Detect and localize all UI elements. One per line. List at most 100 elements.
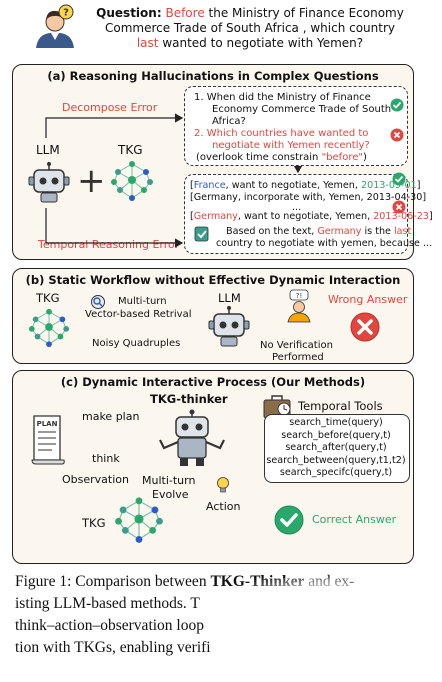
temporal-tools-label: Temporal Tools [298, 399, 383, 413]
vector-search-icon [91, 295, 105, 309]
panel-c-title: (c) Dynamic Interactive Process (Our Met… [60, 375, 366, 389]
check-icon [390, 98, 404, 112]
graph-node [135, 536, 143, 543]
graph-node [141, 187, 147, 193]
fact1-date: 2013-09-01 [360, 180, 417, 191]
subquestion-2-line3: (overlook time constrain "before") [196, 152, 367, 164]
graph-node [63, 326, 70, 332]
panel-b-llm-label: LLM [218, 291, 241, 305]
tool-item: search_after(query,t) [285, 442, 387, 453]
correct-answer-icon [274, 505, 304, 535]
graph-node [143, 169, 149, 175]
graph-node [129, 161, 135, 167]
wrong-answer-icon [350, 312, 380, 342]
subquestion-1-line2: Economy Commerce Trade of South [212, 104, 392, 115]
answer-kw-germany: Germany [317, 226, 362, 237]
robot-icon [28, 162, 70, 203]
answer-line1: Based on the text, Germany is the last [226, 226, 411, 237]
keyword-last: last [136, 36, 159, 50]
person-icon: ? [36, 4, 74, 48]
fact-1: [France, want to negotiate, Yemen, 2013-… [190, 180, 421, 191]
answer-l1-a: Based on the text, [226, 226, 318, 237]
question-label: Question: [96, 6, 162, 20]
sub2-line3-b: ) [362, 152, 367, 163]
fact3-date: 2013-06-23 [373, 211, 429, 222]
document-icon [194, 226, 209, 242]
graph-node [135, 497, 143, 505]
make-plan-label: make plan [82, 410, 140, 423]
tkg-graph-icon-c [115, 497, 163, 543]
plus-icon: + [77, 161, 106, 201]
llm-label: LLM [36, 143, 60, 157]
panel-c-tkg-label: TKG [82, 516, 106, 530]
fact3-open: [ [190, 211, 194, 222]
panel-b-tkg-label: TKG [36, 291, 60, 305]
graph-node [149, 526, 157, 534]
panel-b: (b) Static Workflow without Effective Dy… [12, 268, 414, 364]
retrieval-line1: Multi-turn [118, 296, 167, 307]
question-line2: Commerce Trade of South Africa , which c… [104, 21, 395, 35]
decompose-error-label: Decompose Error [62, 101, 158, 114]
question-text: Question: Before the Ministry of Finance… [80, 6, 420, 51]
graph-node [156, 517, 163, 525]
answer-l1-b: is the [361, 226, 394, 237]
subquestion-1: 1. When did the Ministry of Finance [194, 92, 394, 104]
caption-l1-a: Figure 1: Comparison between [15, 573, 211, 590]
sub2-line3-a: (overlook time constrain [196, 152, 322, 163]
multiturn-line1: Multi-turn [142, 474, 196, 487]
tkg-label: TKG [118, 143, 143, 157]
tool-item: search_time(query) [289, 417, 383, 428]
sub2-num: 2. [194, 128, 204, 139]
fact3-close: ] [428, 211, 433, 222]
question-line1: the Ministry of Finance Economy [204, 6, 404, 20]
graph-node [46, 341, 52, 348]
svg-text:?!: ?! [296, 292, 303, 300]
graph-node [28, 326, 35, 332]
graph-node [57, 333, 64, 340]
multiturn-line2: Evolve [152, 488, 189, 501]
tool-item: search_specifc(query,t) [279, 467, 393, 478]
panel-a-title: (a) Reasoning Hallucinations in Complex … [47, 69, 379, 83]
graph-node [119, 506, 127, 514]
graph-node [134, 514, 144, 524]
tkg-thinker-robot-icon [159, 409, 225, 466]
subquestion-2-line2: negotiate with Yemen recently? [212, 140, 370, 151]
fact3-country: Germany [193, 211, 238, 222]
figure-caption-line3: think–action–observation loop [15, 617, 204, 634]
graph-node [46, 308, 52, 315]
plan-scroll-icon: PLAN [31, 415, 65, 465]
graph-node [111, 179, 117, 185]
graph-node [59, 316, 66, 323]
graph-node [128, 176, 136, 184]
fact-3: [Germany, want to negotiate, Yemen, 2013… [190, 211, 433, 222]
svg-text:?: ? [63, 8, 69, 19]
graph-node [117, 187, 123, 193]
tkg-thinker-label: TKG-thinker [150, 392, 228, 406]
sub2-line1: Which countries have wanted to [206, 128, 369, 139]
fact3-mid: , want to negotiate, Yemen, [237, 211, 374, 222]
sub1-line1: When did the Ministry of Finance [206, 92, 371, 103]
fact1-mid: , want to negotiate, Yemen, [225, 180, 361, 191]
check-icon-2 [392, 172, 406, 186]
answer-line2: country to negotiate with yemen, because… [216, 238, 433, 249]
sub1-num: 1. [194, 92, 204, 103]
tool-item: search_between(query,t1,t2) [266, 454, 406, 466]
facts-box [184, 174, 408, 254]
fact1-open: [ [190, 180, 194, 191]
subquestion-box [184, 86, 408, 166]
subquestion-2: 2. Which countries have wanted to [194, 128, 368, 140]
confused-person-icon: ?! [287, 289, 311, 323]
graph-node [45, 323, 53, 331]
tkg-graph-icon-a [111, 161, 153, 201]
graph-node [115, 169, 121, 175]
graph-node [115, 517, 122, 525]
fact-2: [Germany, incorporate with, Yemen, 2013-… [190, 192, 427, 203]
cross-icon [390, 128, 404, 142]
facts-ellipsis: ... [292, 202, 302, 213]
tool-item: search_before(query,t) [281, 429, 391, 441]
keyword-before: Before [165, 6, 205, 20]
panel-b-title: (b) Static Workflow without Effective Dy… [25, 273, 401, 287]
think-label: think [92, 452, 120, 465]
fact1-country: France [193, 180, 226, 191]
robot-icon-b [208, 306, 250, 347]
